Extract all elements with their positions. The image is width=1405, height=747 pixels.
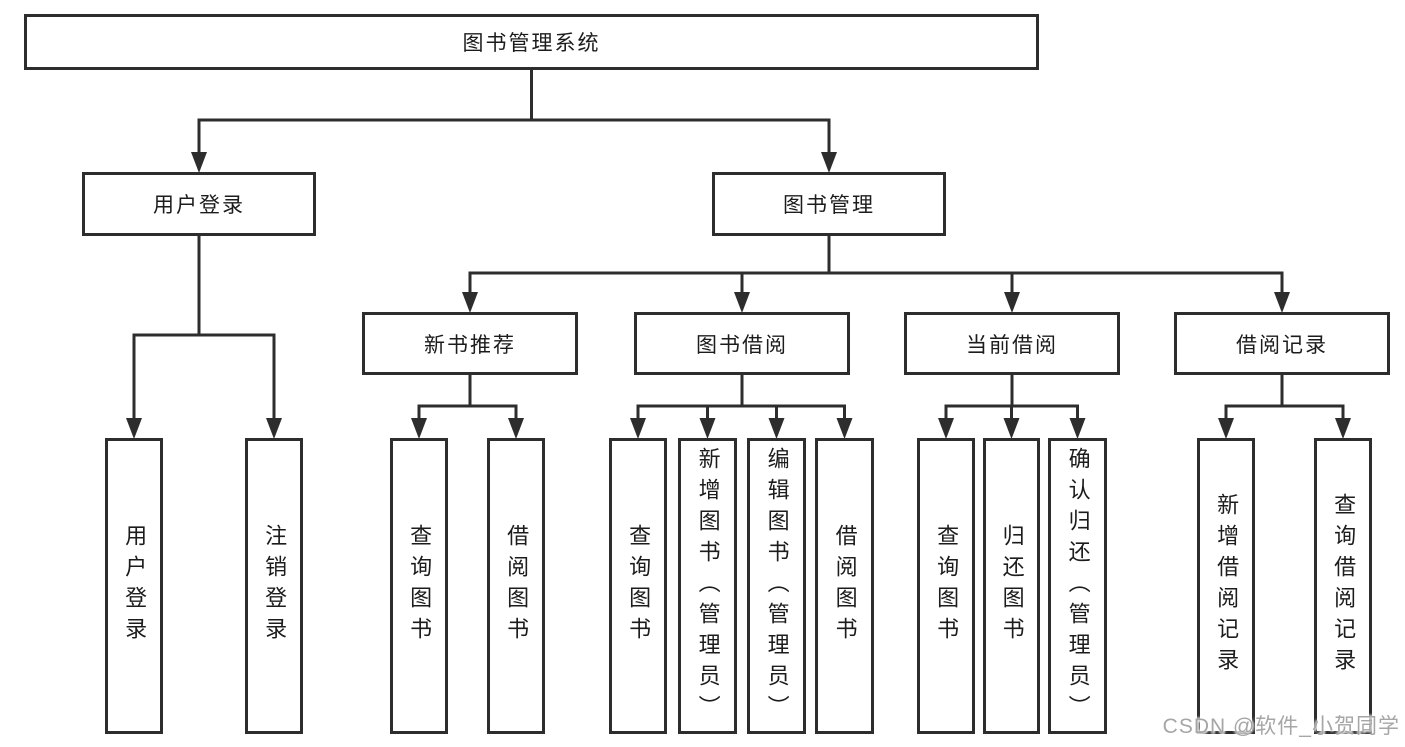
node-bb-add-book: 新增图书（管理员） (678, 438, 737, 734)
node-label-leaf-user-login: 用户登录 (122, 524, 148, 648)
node-label-bb-borrow-book: 借阅图书 (832, 524, 858, 648)
node-bb-borrow-book: 借阅图书 (815, 438, 874, 734)
node-cb-query-book: 查询图书 (917, 438, 975, 734)
node-label-current-borrow: 当前借阅 (966, 333, 1058, 357)
node-borrow-record: 借阅记录 (1174, 312, 1390, 375)
node-label-br-query-record: 查询借阅记录 (1331, 493, 1357, 679)
node-user-login: 用户登录 (82, 172, 316, 236)
node-label-user-login: 用户登录 (153, 194, 245, 217)
node-label-cb-query-book: 查询图书 (934, 524, 960, 648)
node-label-bb-add-book: 新增图书（管理员） (695, 446, 721, 726)
node-book-borrow: 图书借阅 (634, 312, 850, 375)
node-bb-query-book: 查询图书 (609, 438, 667, 734)
node-br-query-record: 查询借阅记录 (1314, 438, 1372, 734)
node-label-book-borrow: 图书借阅 (696, 333, 788, 357)
node-nbr-query-book: 查询图书 (390, 438, 448, 734)
node-label-book-mgmt: 图书管理 (783, 194, 875, 217)
node-label-new-book-rec: 新书推荐 (424, 333, 516, 357)
node-label-borrow-record: 借阅记录 (1236, 333, 1328, 357)
node-root: 图书管理系统 (24, 14, 1039, 70)
node-label-cb-confirm-return: 确认归还（管理员） (1065, 446, 1091, 726)
node-cb-confirm-return: 确认归还（管理员） (1048, 438, 1107, 734)
node-bb-edit-book: 编辑图书（管理员） (747, 438, 806, 734)
node-label-br-add-record: 新增借阅记录 (1214, 493, 1240, 679)
node-label-root: 图书管理系统 (462, 32, 601, 55)
node-nbr-borrow-book: 借阅图书 (487, 438, 545, 734)
node-br-add-record: 新增借阅记录 (1197, 438, 1255, 734)
node-label-nbr-query-book: 查询图书 (407, 524, 433, 648)
node-leaf-logout: 注销登录 (245, 438, 303, 734)
node-label-leaf-logout: 注销登录 (262, 524, 288, 648)
node-book-mgmt: 图书管理 (712, 172, 946, 236)
node-cb-return-book: 归还图书 (983, 438, 1040, 734)
node-leaf-user-login: 用户登录 (105, 438, 163, 734)
node-label-nbr-borrow-book: 借阅图书 (504, 524, 530, 648)
node-label-cb-return-book: 归还图书 (999, 524, 1025, 648)
watermark: CSDN @软件_小贺同学 (1162, 715, 1400, 738)
node-label-bb-edit-book: 编辑图书（管理员） (764, 446, 790, 726)
node-current-borrow: 当前借阅 (904, 312, 1120, 375)
node-new-book-rec: 新书推荐 (362, 312, 578, 375)
node-label-bb-query-book: 查询图书 (626, 524, 652, 648)
